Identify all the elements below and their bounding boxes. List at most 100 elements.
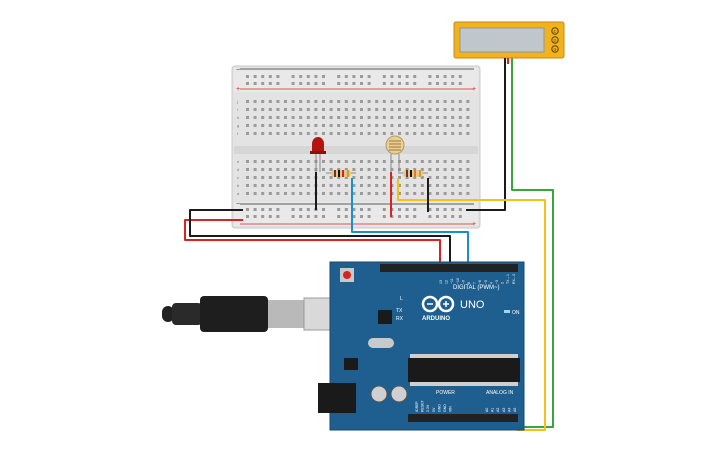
rail-hole bbox=[299, 215, 303, 218]
breadboard-hole bbox=[360, 168, 363, 171]
rail-hole bbox=[428, 82, 432, 85]
breadboard-hole bbox=[398, 176, 401, 179]
breadboard-hole bbox=[268, 176, 272, 179]
breadboard-hole bbox=[428, 168, 432, 171]
rail-hole bbox=[246, 75, 249, 78]
rail-hole bbox=[291, 208, 295, 211]
breadboard-hole bbox=[420, 160, 424, 163]
breadboard-row-label: f bbox=[237, 131, 239, 136]
usb-cable[interactable] bbox=[162, 296, 341, 332]
rail-hole bbox=[458, 215, 462, 218]
arduino-board[interactable]: ARDUINO UNO DIGITAL (PWM~) ANALOG IN POW… bbox=[318, 261, 525, 431]
breadboard-hole bbox=[382, 176, 386, 179]
breadboard-hole bbox=[360, 116, 363, 119]
breadboard-hole bbox=[413, 192, 417, 195]
breadboard-hole bbox=[398, 132, 401, 135]
breadboard-hole bbox=[261, 108, 265, 111]
rail-hole bbox=[443, 215, 447, 218]
rail-hole bbox=[405, 82, 409, 85]
breadboard-hole bbox=[466, 100, 470, 103]
breadboard-hole bbox=[276, 184, 280, 187]
breadboard-hole bbox=[382, 124, 386, 127]
rail-hole bbox=[253, 75, 257, 78]
breadboard-hole bbox=[246, 108, 249, 111]
rail-hole bbox=[299, 82, 303, 85]
breadboard-hole bbox=[451, 124, 455, 127]
analog-pin-label: A3 bbox=[502, 408, 506, 412]
breadboard-hole bbox=[284, 184, 287, 187]
rail-hole bbox=[352, 215, 356, 218]
rail-hole bbox=[299, 208, 303, 211]
breadboard-hole bbox=[261, 116, 265, 119]
breadboard-hole bbox=[436, 192, 439, 195]
breadboard-hole bbox=[284, 132, 287, 135]
breadboard-hole bbox=[337, 176, 341, 179]
digital-pin-label: ~3 bbox=[495, 280, 499, 284]
breadboard-hole bbox=[420, 132, 424, 135]
lcd-module[interactable]: ① ② ③ bbox=[453, 21, 565, 59]
breadboard-hole bbox=[329, 168, 333, 171]
rail-hole bbox=[268, 208, 272, 211]
breadboard-hole bbox=[246, 176, 249, 179]
breadboard-hole bbox=[443, 168, 447, 171]
breadboard-hole bbox=[382, 160, 386, 163]
power-pin-label: IOREF bbox=[415, 401, 419, 412]
rail-hole bbox=[246, 215, 249, 218]
rail-hole bbox=[268, 215, 272, 218]
breadboard-hole bbox=[253, 176, 257, 179]
rail-minus-label: − bbox=[236, 67, 240, 74]
photoresistor[interactable] bbox=[385, 135, 405, 172]
rail-hole bbox=[306, 82, 310, 85]
breadboard-hole bbox=[436, 100, 439, 103]
breadboard-hole bbox=[458, 108, 462, 111]
breadboard-hole bbox=[443, 108, 447, 111]
rail-hole bbox=[398, 82, 401, 85]
breadboard-row-label: c bbox=[237, 175, 239, 180]
breadboard-hole bbox=[291, 132, 295, 135]
breadboard-hole bbox=[246, 100, 249, 103]
rail-hole bbox=[268, 75, 272, 78]
breadboard-hole bbox=[276, 132, 280, 135]
breadboard-hole bbox=[268, 100, 272, 103]
breadboard-hole bbox=[352, 192, 356, 195]
breadboard-hole bbox=[306, 192, 310, 195]
rail-hole bbox=[352, 82, 356, 85]
breadboard-hole bbox=[291, 124, 295, 127]
breadboard-hole bbox=[443, 132, 447, 135]
rail-hole bbox=[367, 215, 371, 218]
digital-pin-label: 4 bbox=[489, 282, 493, 284]
analog-pin-label: A2 bbox=[496, 408, 500, 412]
breadboard-hole bbox=[329, 116, 333, 119]
breadboard-hole bbox=[466, 176, 470, 179]
on-label: ON bbox=[512, 310, 520, 316]
rail-hole bbox=[382, 208, 386, 211]
breadboard-row-label: h bbox=[237, 115, 239, 120]
breadboard-hole bbox=[329, 160, 333, 163]
analog-pin-label: A5 bbox=[513, 408, 517, 412]
breadboard-hole bbox=[375, 184, 379, 187]
breadboard-row-label: a bbox=[237, 191, 240, 196]
breadboard-hole bbox=[284, 108, 287, 111]
breadboard-hole bbox=[291, 176, 295, 179]
breadboard-hole bbox=[253, 100, 257, 103]
breadboard-hole bbox=[291, 100, 295, 103]
rail-hole bbox=[337, 215, 341, 218]
breadboard-hole bbox=[344, 108, 348, 111]
digital-pin-label: 12 bbox=[445, 280, 449, 284]
analog-pin-label: A4 bbox=[507, 408, 511, 412]
resistor-2[interactable] bbox=[398, 170, 428, 177]
led[interactable] bbox=[310, 137, 326, 172]
resistor-1[interactable] bbox=[326, 170, 356, 177]
breadboard-hole bbox=[367, 124, 371, 127]
breadboard-hole bbox=[405, 184, 409, 187]
rail-hole bbox=[322, 82, 325, 85]
breadboard-hole bbox=[390, 168, 394, 171]
breadboard-hole bbox=[405, 176, 409, 179]
breadboard-row-label: i bbox=[237, 107, 238, 112]
breadboard-hole bbox=[276, 100, 280, 103]
rail-plus-label: + bbox=[236, 86, 240, 93]
breadboard-hole bbox=[413, 124, 417, 127]
breadboard-hole bbox=[276, 116, 280, 119]
breadboard-hole bbox=[284, 124, 287, 127]
